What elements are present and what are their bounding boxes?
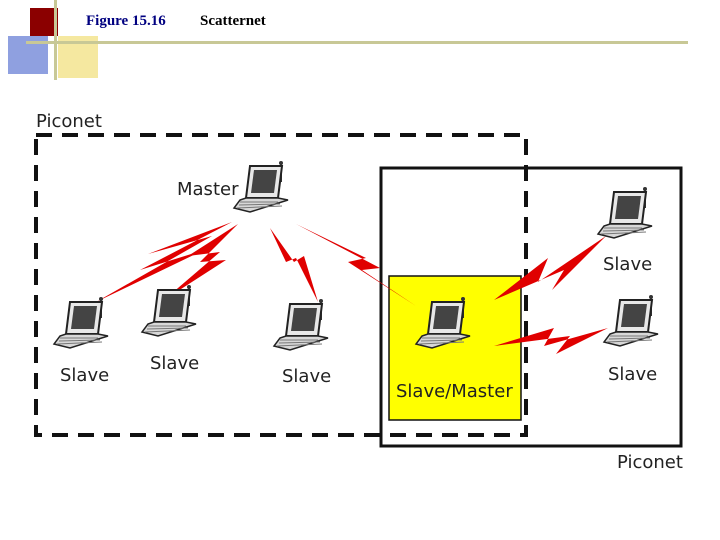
node-label-slave1: Slave bbox=[60, 365, 109, 386]
laptop-slave2-icon bbox=[141, 284, 197, 337]
link-slavemaster-slave5 bbox=[494, 328, 608, 354]
corner-square-red bbox=[30, 8, 58, 36]
link-master-slave3 bbox=[270, 228, 318, 302]
laptop-slave3-icon bbox=[273, 298, 329, 351]
piconet-left-label: Piconet bbox=[36, 111, 102, 132]
link-master-slavemaster bbox=[296, 224, 416, 306]
node-label-slave4: Slave bbox=[603, 254, 652, 275]
wireless-links bbox=[96, 222, 608, 354]
node-label-slave5: Slave bbox=[608, 364, 657, 385]
piconet-right-border bbox=[379, 166, 683, 448]
node-label-master: Master bbox=[177, 179, 239, 200]
figure-number: Figure 15.16 bbox=[86, 13, 166, 29]
figure-title: Scatternet bbox=[200, 13, 266, 29]
laptop-slave1-icon bbox=[53, 296, 109, 349]
laptop-slave4-icon bbox=[597, 186, 653, 239]
node-label-slave3: Slave bbox=[282, 366, 331, 387]
piconet-right-label: Piconet bbox=[617, 452, 683, 473]
link-master-slave1 bbox=[96, 222, 232, 302]
horizontal-rule bbox=[26, 41, 688, 44]
vertical-rule bbox=[54, 0, 57, 80]
slave-master-highlight bbox=[388, 275, 522, 421]
node-label-slave2: Slave bbox=[150, 353, 199, 374]
link-slavemaster-slave4 bbox=[494, 236, 606, 300]
laptop-master-icon bbox=[233, 160, 289, 213]
laptop-slave5-icon bbox=[603, 294, 659, 347]
node-label-slave-master: Slave/Master bbox=[396, 381, 513, 402]
